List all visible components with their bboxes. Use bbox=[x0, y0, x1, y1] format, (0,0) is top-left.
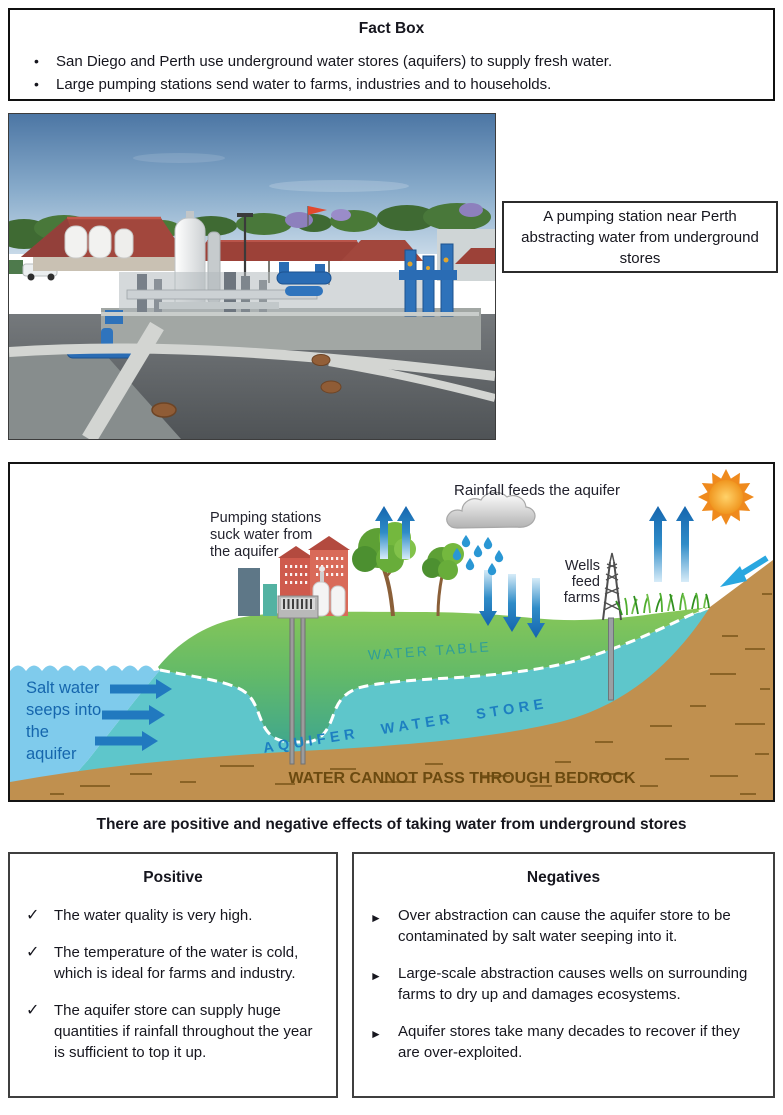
check-icon: ✓ bbox=[26, 944, 40, 961]
positive-item-3: ✓ The aquifer store can supply huge quan… bbox=[10, 1000, 336, 1063]
water-table-line bbox=[159, 607, 706, 744]
negative-item-3-text: Aquifer stores take many decades to reco… bbox=[398, 1023, 740, 1061]
fact-box-title: Fact Box bbox=[358, 20, 425, 37]
bedrock-label: WATER CANNOT PASS THROUGH BEDROCK bbox=[289, 770, 636, 787]
triangle-bullet-icon: ► bbox=[370, 1027, 382, 1041]
positive-item-1: ✓ The water quality is very high. bbox=[10, 905, 336, 926]
salt-water-arrows bbox=[95, 679, 172, 751]
aquifer-water-store bbox=[72, 609, 710, 778]
manhole-covers bbox=[151, 354, 342, 418]
photo-illustration bbox=[9, 114, 495, 439]
negative-item-3: ► Aquifer stores take many decades to re… bbox=[354, 1021, 773, 1063]
grass bbox=[615, 592, 710, 616]
rainfall-label: Rainfall feeds the aquifer bbox=[454, 482, 620, 499]
salt-label-line4: aquifer bbox=[26, 745, 77, 763]
check-icon: ✓ bbox=[26, 907, 40, 924]
negative-item-1: ► Over abstraction can cause the aquifer… bbox=[354, 905, 773, 947]
salt-label-line2: seeps into bbox=[26, 701, 101, 719]
salt-label-line1: Salt water bbox=[26, 679, 100, 697]
effects-heading: There are positive and negative effects … bbox=[96, 816, 687, 833]
fact-bullet-2-text: Large pumping stations send water to far… bbox=[56, 76, 552, 93]
positive-box-title: Positive bbox=[143, 869, 203, 886]
fact-bullet-2: • Large pumping stations send water to f… bbox=[10, 73, 773, 96]
positive-item-2-text: The temperature of the water is cold, wh… bbox=[54, 944, 299, 982]
pumping-label-line2: suck water from bbox=[210, 527, 312, 543]
concrete-paths bbox=[9, 312, 495, 439]
pumping-label-line1: Pumping stations bbox=[210, 510, 321, 526]
photo-caption-text: A pumping station near Perth abstracting… bbox=[521, 207, 759, 267]
aquifer-diagram: Rainfall feeds the aquifer Pumping stati… bbox=[8, 462, 775, 802]
fact-bullet-1: • San Diego and Perth use underground wa… bbox=[10, 50, 773, 73]
land bbox=[158, 607, 710, 742]
positive-box: Positive ✓ The water quality is very hig… bbox=[8, 852, 338, 1098]
windsock bbox=[307, 206, 327, 226]
cloud-icon bbox=[446, 491, 536, 529]
positive-item-3-text: The aquifer store can supply huge quanti… bbox=[54, 1002, 313, 1061]
bullet-dot: • bbox=[34, 53, 39, 69]
aquifer-diagram-svg: Rainfall feeds the aquifer Pumping stati… bbox=[10, 464, 773, 800]
wells-label-line1: Wells bbox=[565, 558, 600, 574]
slope-runoff-arrow bbox=[720, 555, 769, 587]
negative-item-2-text: Large-scale abstraction causes wells on … bbox=[398, 965, 748, 1003]
gravel-corner bbox=[9, 354, 181, 439]
negatives-box: Negatives ► Over abstraction can cause t… bbox=[352, 852, 775, 1098]
raindrops bbox=[452, 535, 504, 576]
positive-item-2: ✓ The temperature of the water is cold, … bbox=[10, 942, 336, 984]
evaporation-arrows bbox=[375, 506, 694, 582]
pumping-label-line3: the aquifer bbox=[210, 544, 279, 560]
photo-caption: A pumping station near Perth abstracting… bbox=[502, 201, 778, 273]
bedrock bbox=[10, 560, 773, 800]
triangle-bullet-icon: ► bbox=[370, 969, 382, 983]
salt-label-line3: the bbox=[26, 723, 49, 741]
fact-box: Fact Box • San Diego and Perth use under… bbox=[8, 8, 775, 101]
sun-icon bbox=[698, 469, 754, 525]
wells-label-line3: farms bbox=[564, 590, 600, 606]
negative-item-1-text: Over abstraction can cause the aquifer s… bbox=[398, 907, 731, 945]
triangle-bullet-icon: ► bbox=[370, 911, 382, 925]
wells-label-line2: feed bbox=[572, 574, 600, 590]
negative-item-2: ► Large-scale abstraction causes wells o… bbox=[354, 963, 773, 1005]
bullet-dot: • bbox=[34, 76, 39, 92]
check-icon: ✓ bbox=[26, 1002, 40, 1019]
infiltration-arrows bbox=[479, 570, 545, 638]
sea bbox=[10, 665, 160, 784]
positive-item-1-text: The water quality is very high. bbox=[54, 907, 253, 924]
bedrock-texture bbox=[50, 593, 772, 795]
fact-bullet-1-text: San Diego and Perth use underground wate… bbox=[56, 53, 613, 70]
pumping-station-photo bbox=[8, 113, 496, 440]
pump-house bbox=[277, 595, 319, 619]
negatives-box-title: Negatives bbox=[526, 869, 601, 886]
